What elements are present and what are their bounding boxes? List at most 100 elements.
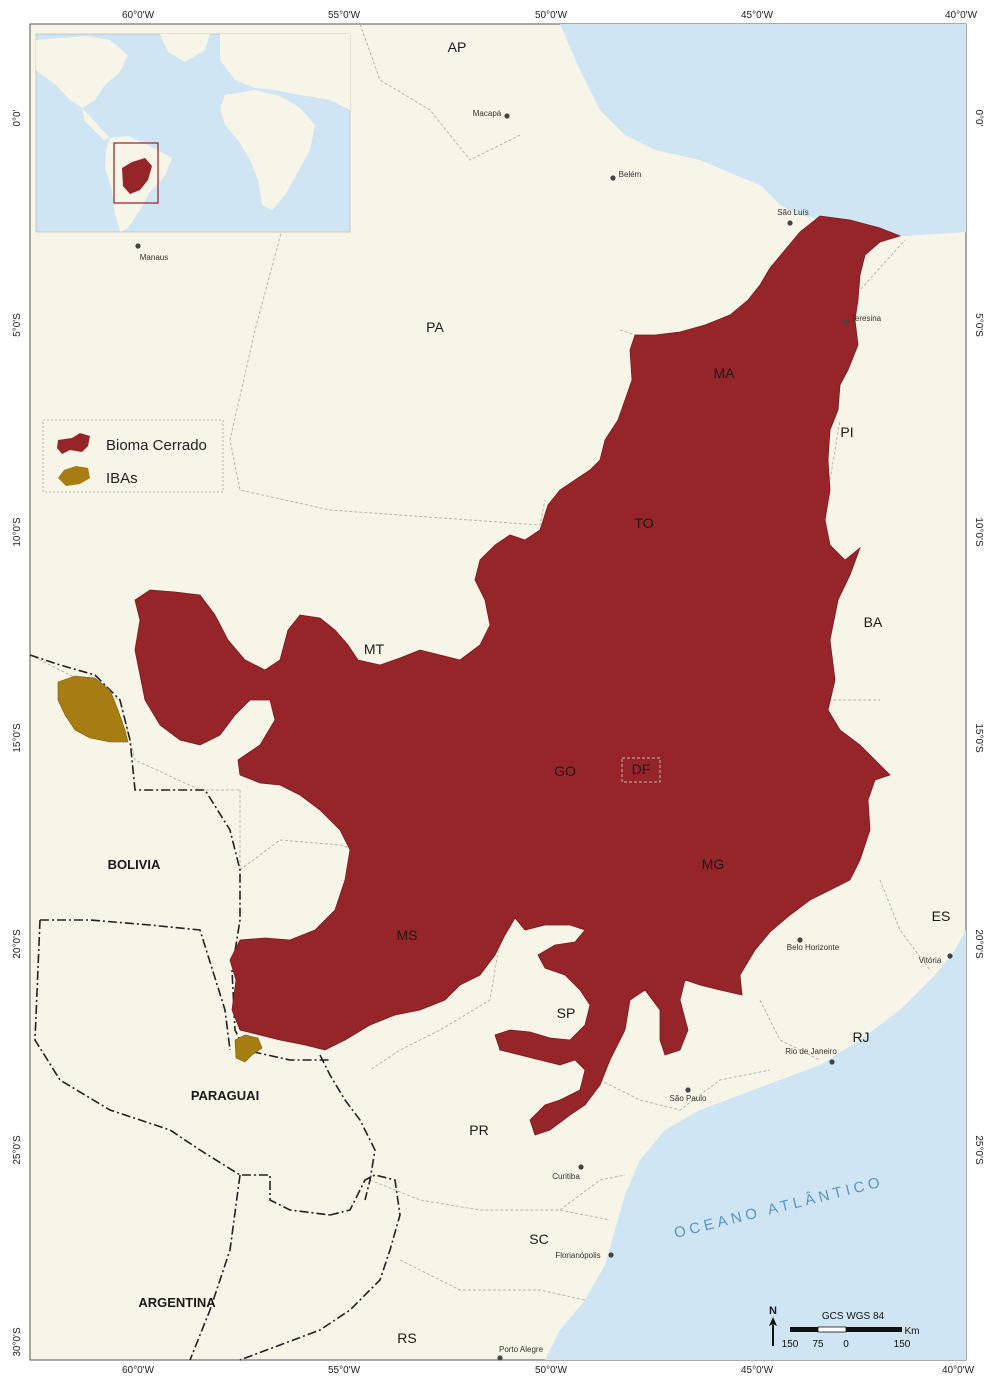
tick-bottom-lon-1: 60°0'W bbox=[122, 1365, 155, 1376]
city-label-teresina: Teresina bbox=[851, 314, 882, 323]
tick-left-lat-5: 20°0'S bbox=[12, 929, 23, 959]
city-dot-rio bbox=[829, 1059, 835, 1065]
city-label-vitoria: Vitória bbox=[919, 956, 942, 965]
city-dot-sao-luis bbox=[787, 220, 793, 226]
iba-areas bbox=[57, 675, 263, 1063]
city-labels: Macapá Belém São Luís Teresina Manaus Be… bbox=[140, 109, 942, 1354]
state-label-mg: MG bbox=[702, 856, 725, 872]
state-label-sc: SC bbox=[529, 1231, 548, 1247]
tick-left-lat-2: 5°0'S bbox=[12, 313, 23, 337]
city-label-belem: Belém bbox=[619, 170, 642, 179]
tick-top-lon-1: 60°0'W bbox=[122, 10, 155, 21]
city-dot-belo-horizonte bbox=[797, 937, 803, 943]
city-label-porto-alegre: Porto Alegre bbox=[499, 1345, 544, 1354]
city-label-sao-paulo: São Paulo bbox=[670, 1094, 707, 1103]
inset-north-america bbox=[36, 36, 128, 108]
tick-right-lat-4: 15°0'S bbox=[973, 723, 984, 753]
atlantic-ocean bbox=[545, 24, 966, 1360]
state-label-go: GO bbox=[554, 763, 576, 779]
state-label-sp: SP bbox=[557, 1005, 576, 1021]
cerrado-biome bbox=[134, 215, 902, 1136]
scale-bar: N GCS WGS 84 Km 150 75 0 150 bbox=[769, 1305, 920, 1350]
state-label-to: TO bbox=[634, 515, 653, 531]
inset-central-america bbox=[82, 108, 110, 140]
international-borders bbox=[29, 654, 401, 1361]
scale-segment-3 bbox=[846, 1327, 902, 1332]
scale-segment-2 bbox=[817, 1326, 847, 1333]
north-arrow-label: N bbox=[769, 1305, 777, 1317]
city-dot-belem bbox=[610, 175, 616, 181]
tick-left-lat-4: 15°0'S bbox=[12, 723, 23, 753]
tick-top-lon-2: 55°0'W bbox=[328, 10, 361, 21]
tick-bottom-lon-3: 50°0'W bbox=[535, 1365, 568, 1376]
country-label-argentina: ARGENTINA bbox=[138, 1295, 216, 1310]
city-label-rio: Rio de Janeiro bbox=[785, 1047, 837, 1056]
city-label-sao-luis: São Luís bbox=[777, 208, 809, 217]
tick-left-lat-3: 10°0'S bbox=[12, 517, 23, 547]
city-label-florianopolis: Florianópolis bbox=[555, 1251, 600, 1260]
iba-swatch-icon bbox=[58, 466, 90, 486]
tick-right-lat-1: 0°0' bbox=[973, 109, 984, 126]
city-dot-sao-paulo bbox=[685, 1087, 691, 1093]
tick-top-lon-4: 45°0'W bbox=[741, 10, 774, 21]
scale-crs-label: GCS WGS 84 bbox=[822, 1311, 885, 1322]
legend-label-cerrado: Bioma Cerrado bbox=[106, 437, 207, 454]
tick-right-lat-3: 10°0'S bbox=[973, 517, 984, 547]
state-label-pi: PI bbox=[840, 424, 853, 440]
cerrado-swatch-icon bbox=[57, 433, 90, 454]
tick-right-lat-6: 25°0'S bbox=[973, 1135, 984, 1165]
country-label-bolivia: BOLIVIA bbox=[108, 857, 161, 872]
state-label-ba: BA bbox=[864, 614, 883, 630]
tick-top-lon-5: 40°0'W bbox=[945, 10, 978, 21]
state-labels: AP PA MA PI TO BA MT GO DF MG ES MS SP R… bbox=[364, 39, 950, 1346]
city-dot-vitoria bbox=[947, 953, 953, 959]
inset-map bbox=[35, 33, 351, 233]
state-label-pa: PA bbox=[426, 319, 444, 335]
state-label-pr: PR bbox=[469, 1122, 488, 1138]
state-label-ms: MS bbox=[397, 927, 418, 943]
scale-tick-75: 75 bbox=[812, 1339, 824, 1350]
tick-left-lat-7: 30°0'S bbox=[12, 1327, 23, 1357]
df-outline bbox=[621, 757, 661, 783]
inset-locator-box bbox=[113, 142, 159, 204]
tick-left-lat-6: 25°0'S bbox=[12, 1135, 23, 1165]
scale-tick-150-right: 150 bbox=[894, 1339, 911, 1350]
state-label-es: ES bbox=[932, 908, 951, 924]
inset-africa bbox=[220, 90, 315, 210]
city-dot-florianopolis bbox=[608, 1252, 614, 1258]
tick-right-lat-5: 20°0'S bbox=[973, 929, 984, 959]
city-label-manaus: Manaus bbox=[140, 253, 168, 262]
scale-tick-0: 0 bbox=[843, 1339, 849, 1350]
tick-top-lon-3: 50°0'W bbox=[535, 10, 568, 21]
state-label-ap: AP bbox=[448, 39, 467, 55]
city-markers bbox=[135, 113, 953, 1361]
city-dot-curitiba bbox=[578, 1164, 584, 1170]
tick-right-lat-2: 5°0'S bbox=[973, 313, 984, 337]
city-dot-porto-alegre bbox=[497, 1355, 503, 1361]
graticule-labels: 60°0'W 55°0'W 50°0'W 45°0'W 40°0'W 60°0'… bbox=[12, 10, 984, 1376]
state-label-rj: RJ bbox=[852, 1029, 869, 1045]
country-labels: BOLIVIA PARAGUAI ARGENTINA bbox=[108, 857, 260, 1310]
tick-bottom-lon-4: 45°0'W bbox=[741, 1365, 774, 1376]
country-label-paraguai: PARAGUAI bbox=[191, 1088, 259, 1103]
north-arrow-icon bbox=[769, 1317, 777, 1346]
state-label-rs: RS bbox=[397, 1330, 416, 1346]
legend-label-iba: IBAs bbox=[106, 470, 138, 487]
state-label-ma: MA bbox=[714, 365, 736, 381]
city-label-macapa: Macapá bbox=[473, 109, 502, 118]
scale-tick-150-left: 150 bbox=[782, 1339, 799, 1350]
city-label-belo-horizonte: Belo Horizonte bbox=[787, 943, 840, 952]
city-dot-manaus bbox=[135, 243, 141, 249]
inset-eurasia bbox=[220, 34, 350, 110]
tick-bottom-lon-2: 55°0'W bbox=[328, 1365, 361, 1376]
city-dot-macapa bbox=[504, 113, 510, 119]
tick-left-lat-1: 0°0' bbox=[12, 109, 23, 126]
city-dot-teresina bbox=[843, 319, 849, 325]
state-label-df: DF bbox=[632, 761, 651, 777]
city-label-curitiba: Curitiba bbox=[552, 1172, 580, 1181]
scale-unit-label: Km bbox=[905, 1326, 920, 1337]
scale-segment-1 bbox=[790, 1327, 818, 1332]
tick-bottom-lon-5: 40°0'W bbox=[942, 1365, 975, 1376]
legend: Bioma Cerrado IBAs bbox=[42, 419, 224, 493]
